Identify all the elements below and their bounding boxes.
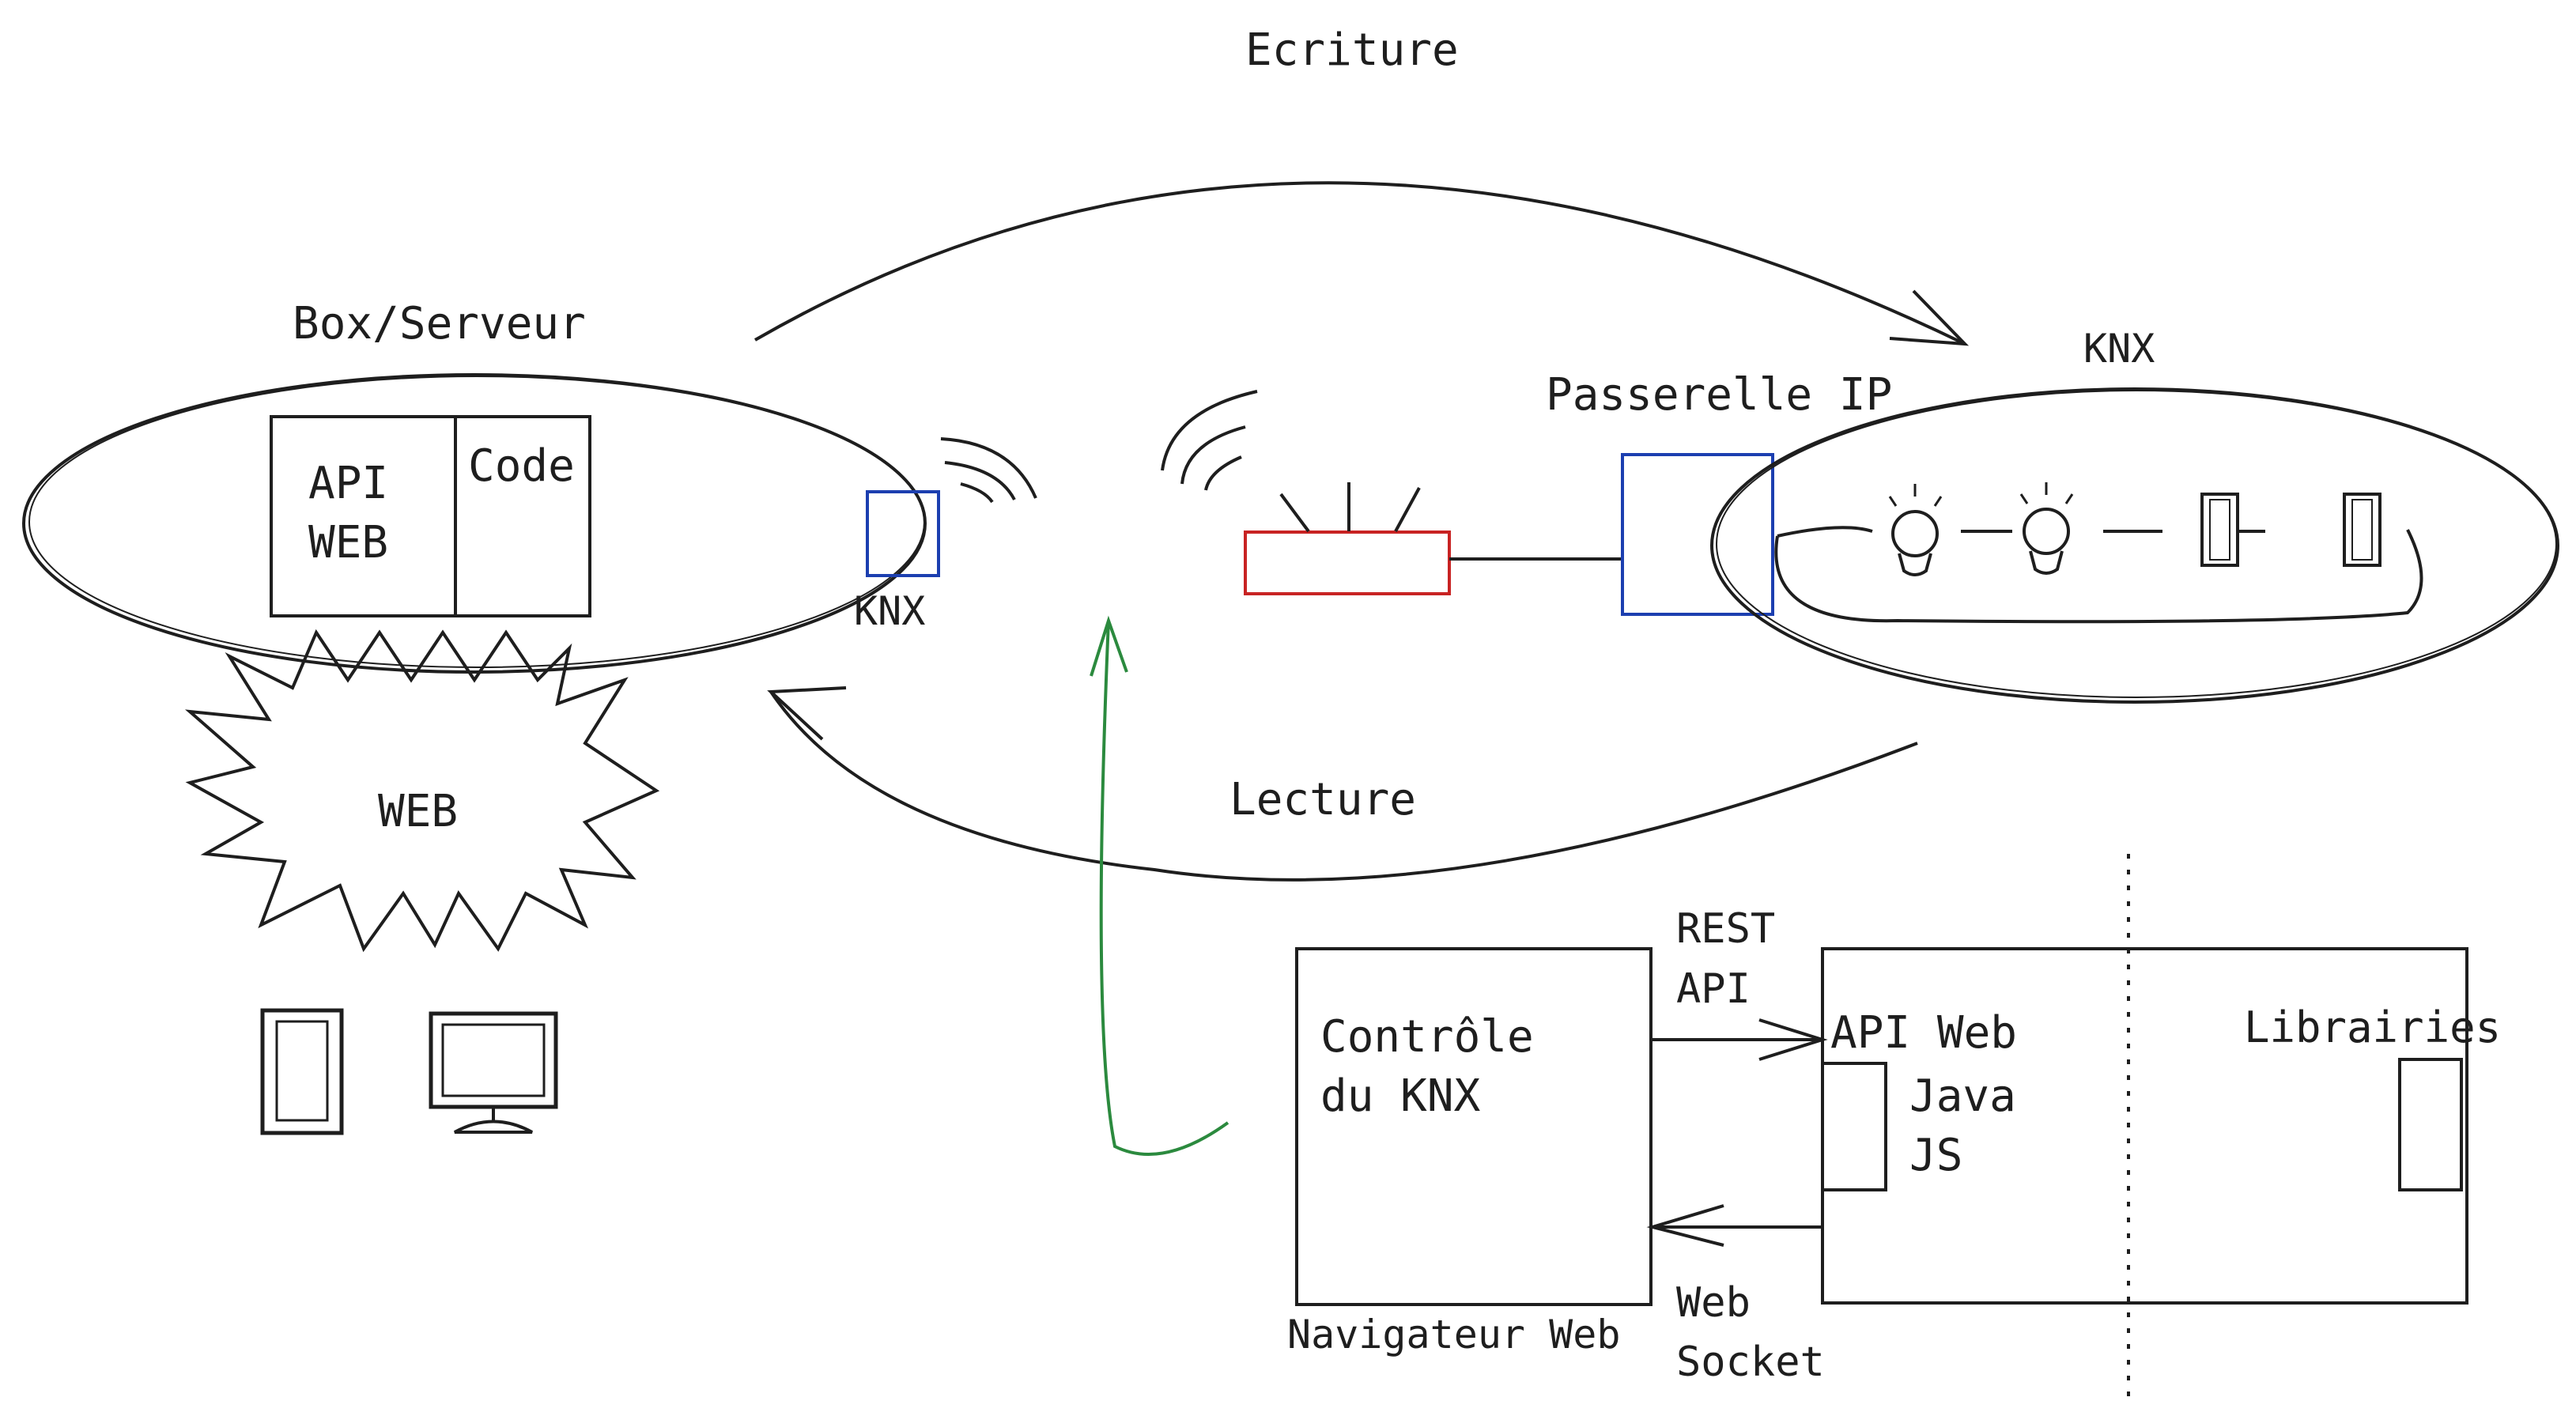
router-box <box>1244 531 1451 595</box>
rest-label-line2: API <box>1676 965 1751 1013</box>
lecture-label: Lecture <box>1229 774 1416 825</box>
api-links: REST API Web Socket <box>1646 905 1828 1386</box>
librairies-block <box>2398 1058 2463 1191</box>
green-control-arrowhead <box>1090 615 1128 677</box>
lecture-arrowhead <box>767 686 847 741</box>
navigateur-group: Contrôle du KNX Navigateur Web <box>1287 947 1652 1357</box>
ecriture-arrowhead <box>1889 289 1970 346</box>
router-group: Passerelle IP <box>1161 369 1892 616</box>
api-web-box <box>270 415 457 617</box>
box-serveur-ellipse <box>22 373 927 674</box>
ecriture-arrow <box>754 181 1966 346</box>
knx-installation-group: KNX <box>1710 326 2559 704</box>
knx-lamp-2-icon <box>2019 482 2074 575</box>
web-cloud-label: WEB <box>378 786 458 837</box>
passerelle-box <box>1621 453 1774 616</box>
navigateur-box <box>1295 947 1652 1306</box>
knx-ellipse <box>1710 387 2559 704</box>
wifi-waves-right-icon <box>1161 390 1258 491</box>
controle-label-line2: du KNX <box>1320 1070 1481 1122</box>
router-antenna-3 <box>1394 487 1421 532</box>
web-cloud-shape <box>184 629 660 953</box>
websocket-arrowhead <box>1646 1204 1724 1247</box>
router-antenna-1 <box>1279 493 1310 533</box>
wifi-waves-left-icon <box>940 437 1037 504</box>
lecture-arrow <box>769 690 1918 882</box>
knx-interface-box <box>866 490 940 577</box>
librairies-label: Librairies <box>2244 1003 2501 1052</box>
knx-bus-line <box>1774 526 2423 624</box>
rest-label-line1: REST <box>1676 905 1775 953</box>
green-control-arrow <box>1099 620 1229 1156</box>
api-web-panel: API Web Java JS Librairies <box>1821 854 2501 1403</box>
knx-installation-title: KNX <box>2083 326 2155 372</box>
websocket-label-line2: Socket <box>1676 1339 1825 1386</box>
code-label: Code <box>468 440 575 492</box>
control-flow <box>1090 615 1229 1156</box>
knx-interface-label: KNX <box>854 588 925 634</box>
ecriture-label: Ecriture <box>1245 25 1459 76</box>
box-serveur-title: Box/Serveur <box>293 298 586 349</box>
phone-icon <box>260 1008 344 1135</box>
box-serveur-group: Box/Serveur API WEB Code KNX <box>22 298 1037 674</box>
java-js-block <box>1821 1062 1887 1191</box>
controle-label-line1: Contrôle <box>1320 1011 1534 1063</box>
knx-switch-1-icon <box>2200 493 2239 567</box>
lecture-flow: Lecture <box>767 686 1918 882</box>
box-serveur-ellipse-sketch <box>28 376 925 668</box>
client-devices <box>260 1008 558 1135</box>
api-web-label-line1: API <box>308 458 388 509</box>
api-web-label-line2: WEB <box>308 517 388 568</box>
ecriture-flow: Ecriture <box>754 25 1970 346</box>
web-cloud-group: WEB <box>184 629 660 953</box>
knx-switch-2-icon <box>2343 493 2381 567</box>
websocket-label-line1: Web <box>1676 1279 1751 1327</box>
knx-lamp-1-icon <box>1888 484 1943 576</box>
java-label: Java <box>1909 1070 2016 1122</box>
monitor-icon <box>429 1011 558 1134</box>
api-web-panel-title: API Web <box>1830 1007 2017 1059</box>
navigateur-label: Navigateur Web <box>1287 1312 1620 1357</box>
code-box <box>454 415 591 617</box>
passerelle-label: Passerelle IP <box>1546 369 1892 421</box>
js-label: JS <box>1909 1130 1962 1181</box>
knx-ellipse-sketch <box>1716 390 2557 698</box>
